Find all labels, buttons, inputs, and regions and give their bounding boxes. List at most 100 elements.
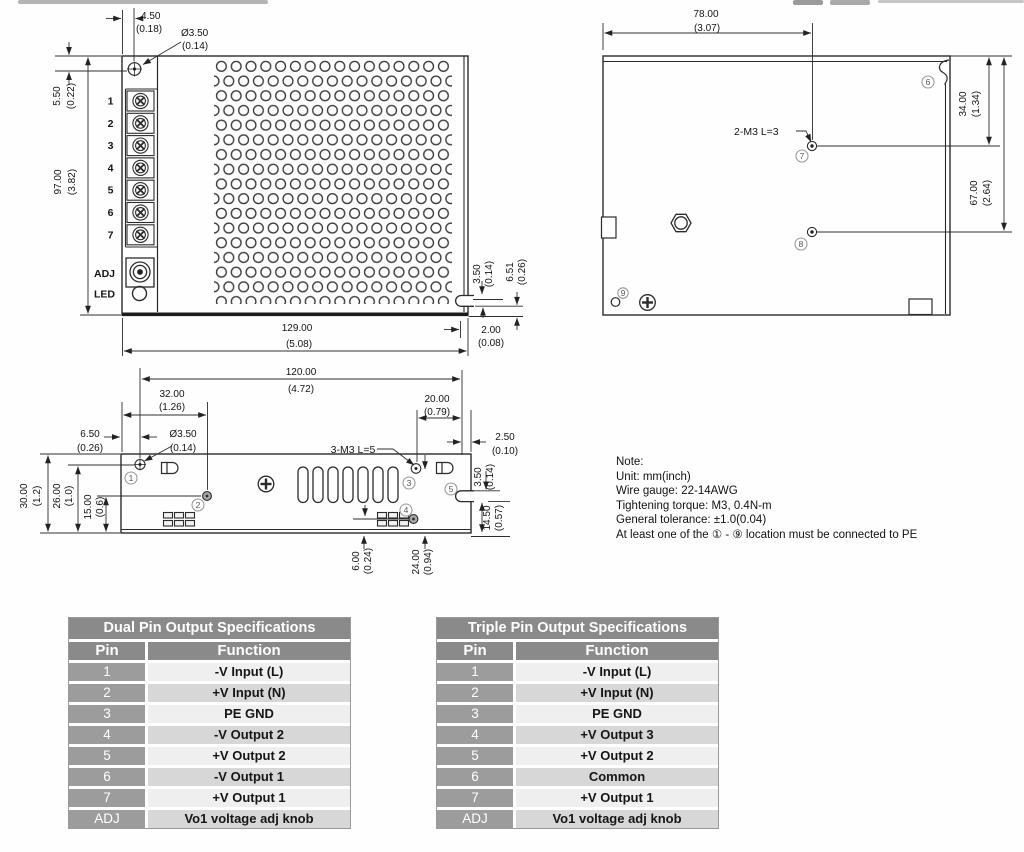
svg-text:(1.2): (1.2) [32, 486, 43, 507]
svg-text:(3.07): (3.07) [694, 23, 720, 34]
bottom-view-markers: 1 2 3 4 5 [124, 471, 458, 517]
pin-label: 5 [108, 185, 114, 197]
side-case-outline [602, 55, 951, 316]
table-row: 1-V Input (L) [437, 663, 718, 681]
svg-text:78.00: 78.00 [693, 9, 718, 20]
svg-text:(2.64): (2.64) [982, 180, 993, 206]
bottom-case-outline [120, 453, 472, 534]
note-line: General tolerance: ±1.0(0.04) [616, 514, 767, 527]
svg-text:6.00: 6.00 [351, 551, 362, 571]
table-row: 5+V Output 2 [437, 747, 718, 765]
svg-text:6: 6 [926, 77, 931, 87]
cropped-artifact [793, 0, 823, 5]
keyhole-slot-right [435, 461, 454, 475]
pin-label: 4 [108, 162, 114, 174]
table-title: Dual Pin Output Specifications [69, 618, 350, 639]
svg-text:(0.14): (0.14) [485, 464, 496, 490]
keyhole-slot-left [160, 461, 179, 475]
pe-hole-9 [610, 297, 621, 307]
screw-hole-8 [806, 226, 818, 238]
bottom-mounting-tab [455, 490, 474, 503]
svg-text:(0.94): (0.94) [423, 549, 434, 575]
note-line: At least one of the ① - ⑨ location must … [616, 528, 918, 541]
side-view [600, 55, 951, 316]
svg-text:(0.22): (0.22) [66, 83, 77, 109]
note-title: Note: [616, 456, 644, 468]
svg-text:(0.57): (0.57) [494, 505, 505, 531]
svg-text:(0.18): (0.18) [136, 24, 162, 35]
svg-text:129.00: 129.00 [282, 323, 313, 334]
svg-text:3.50: 3.50 [472, 264, 483, 284]
pe-point-2 [202, 491, 212, 501]
svg-text:5.50: 5.50 [52, 86, 63, 106]
terminal-blocks [126, 90, 155, 246]
front-view-dimensions: 4.50 (0.18) Ø3.50 (0.14) 5.50 (0.22) 97.… [52, 8, 528, 356]
front-mounting-tab [455, 294, 474, 307]
side-view-markers: 6 7 8 9 [617, 75, 935, 299]
table-row: 6-V Output 1 [69, 768, 350, 786]
svg-text:(4.72): (4.72) [288, 384, 314, 395]
table-row: 4-V Output 2 [69, 726, 350, 744]
svg-text:6.51: 6.51 [505, 262, 516, 282]
vent-slots [297, 466, 399, 504]
svg-text:120.00: 120.00 [286, 367, 317, 378]
note-line: Unit: mm(inch) [616, 470, 691, 483]
svg-text:4: 4 [404, 505, 409, 515]
screw-hole-3 [410, 463, 422, 474]
svg-text:67.00: 67.00 [969, 180, 980, 205]
table-header-row: Pin Function [437, 642, 718, 660]
svg-text:(0.08): (0.08) [478, 338, 504, 349]
front-view [121, 55, 474, 317]
note-line: Wire gauge: 22-14AWG [616, 485, 738, 498]
svg-text:2.00: 2.00 [481, 325, 501, 336]
svg-text:(3.82): (3.82) [67, 169, 78, 195]
table-header-row: Pin Function [69, 642, 350, 660]
svg-text:32.00: 32.00 [159, 389, 184, 400]
svg-text:2: 2 [196, 500, 201, 510]
svg-text:(0.14): (0.14) [484, 261, 495, 287]
triple-pin-table: Triple Pin Output Specifications Pin Fun… [436, 617, 719, 829]
side-view-dimensions: 78.00 (3.07) 34.00 (1.34) 67.00 (2.64) 2… [602, 9, 1012, 233]
side-bottom-cutout [908, 298, 933, 316]
led-label: LED [94, 289, 115, 301]
svg-text:2.50: 2.50 [495, 432, 515, 443]
svg-text:(1.34): (1.34) [971, 91, 982, 117]
svg-text:34.00: 34.00 [958, 91, 969, 116]
header-pin: Pin [69, 642, 145, 660]
table-row: 2+V Input (N) [437, 684, 718, 702]
drawing-notes: Note: Unit: mm(inch) Wire gauge: 22-14AW… [616, 455, 917, 543]
svg-text:(5.08): (5.08) [286, 339, 312, 350]
svg-text:97.00: 97.00 [53, 169, 64, 194]
front-view-labels: 1 2 3 4 5 6 7 ADJ LED [94, 96, 115, 301]
svg-text:Ø3.50: Ø3.50 [169, 429, 197, 440]
header-function: Function [516, 642, 718, 660]
table-row: 7+V Output 1 [69, 789, 350, 807]
table-row: 7+V Output 1 [437, 789, 718, 807]
svg-text:3.50: 3.50 [473, 467, 484, 487]
thread-callout: 3-M3 L=5 [331, 444, 376, 456]
svg-text:(1.0): (1.0) [64, 486, 75, 507]
svg-text:9: 9 [621, 288, 626, 298]
svg-text:14.50: 14.50 [482, 505, 493, 530]
svg-text:(0.26): (0.26) [77, 443, 103, 454]
cropped-artifact [18, 0, 268, 4]
hex-nut [670, 213, 692, 233]
dual-pin-table: Dual Pin Output Specifications Pin Funct… [68, 617, 351, 829]
pin-label: 3 [108, 140, 114, 152]
phillips-screw-bottom [257, 475, 275, 493]
svg-text:(0.26): (0.26) [517, 259, 528, 285]
pin-label: 2 [108, 118, 114, 130]
table-title: Triple Pin Output Specifications [437, 618, 718, 639]
svg-text:6.50: 6.50 [80, 429, 100, 440]
svg-text:30.00: 30.00 [19, 483, 30, 508]
dimension-drawing: 1 2 3 4 5 6 7 ADJ LED [19, 8, 1012, 575]
adj-label: ADJ [94, 268, 115, 280]
vent-grille [214, 59, 452, 304]
svg-text:26.00: 26.00 [52, 483, 63, 508]
